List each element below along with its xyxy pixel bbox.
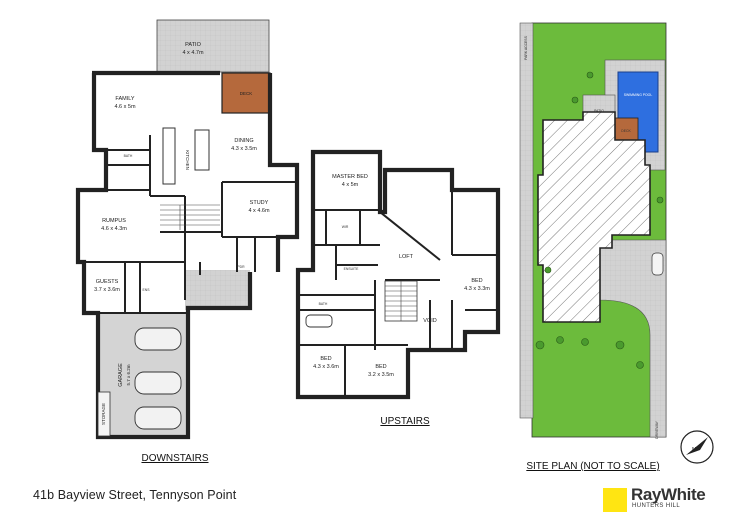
office-name: HUNTERS HILL: [632, 503, 681, 509]
site-plan-heading: SITE PLAN (NOT TO SCALE): [526, 461, 659, 472]
tree-icon: [581, 338, 589, 346]
side-path: [519, 22, 534, 419]
kitchen-bench: [162, 127, 176, 185]
site-car-icon: [651, 252, 664, 276]
garage-size: 5.7 x 6.2m: [126, 364, 131, 385]
pool-label: SWIMMING POOL: [624, 93, 653, 97]
downstairs-interior-walls: [78, 135, 297, 314]
brand-name: RayWhite: [631, 485, 706, 504]
downstairs-heading: DOWNSTAIRS: [141, 453, 208, 464]
car-icons: [134, 327, 182, 430]
tree-icon: [656, 196, 664, 204]
dining-label: DINING: [234, 138, 253, 144]
pdr-label: PDR: [237, 265, 245, 269]
wir-label: WIR: [342, 225, 349, 229]
tree-icon: [571, 96, 579, 104]
tree-icon: [544, 266, 552, 274]
kitchen-island: [194, 129, 210, 171]
bed-mid-label: BED: [375, 364, 386, 370]
north-arrow-icon: [686, 437, 708, 455]
entry-porch: [185, 270, 250, 310]
deck-label: DECK: [240, 91, 253, 96]
brand-logo: RayWhite HUNTERS HILL: [603, 485, 723, 518]
kitchen-label: KITCHEN: [185, 150, 190, 170]
bed-right-size: 4.3 x 3.3m: [464, 286, 490, 292]
void-label: VOID: [423, 318, 436, 324]
upstairs-outer-wall: [295, 149, 501, 400]
guests-label: GUESTS: [96, 279, 119, 285]
tree-icons: [535, 71, 664, 369]
study-label: STUDY: [250, 200, 269, 206]
family-size: 4.6 x 5m: [114, 104, 136, 110]
downstairs-outer-wall: [75, 70, 300, 440]
family-label: FAMILY: [115, 96, 134, 102]
upstairs-plan: MASTER BED 4 x 5m WIR ENSUITE LOFT BED 4…: [295, 149, 501, 427]
bed-left-size: 4.3 x 3.6m: [313, 364, 339, 370]
upstairs-interior-walls: [298, 190, 498, 397]
site-patio-label: PATIO: [594, 109, 604, 113]
storage-label: STORAGE: [101, 403, 106, 425]
north-arrow: N: [680, 430, 714, 464]
downstairs-plan: PATIO 4 x 4.7m DECK FAMILY 4.6 x 5m DINI…: [75, 19, 300, 464]
dining-size: 4.3 x 3.5m: [231, 146, 257, 152]
upstairs-stair-treads: [385, 281, 417, 321]
site-plan: PARK ACCESS SWIMMING POOL PATIO DECK DRI…: [519, 22, 714, 472]
patio-label: PATIO: [185, 42, 201, 48]
tree-icon: [535, 340, 545, 350]
car-icon: [134, 371, 182, 395]
loft-label: LOFT: [399, 254, 414, 260]
tree-icon: [556, 336, 564, 344]
bath-label: BATH: [124, 154, 133, 158]
master-bed-size: 4 x 5m: [342, 182, 359, 188]
tree-icon: [636, 361, 644, 369]
patio-area: [156, 19, 270, 73]
downstairs-stair: [160, 204, 220, 230]
rumpus-size: 4.6 x 4.3m: [101, 226, 127, 232]
rumpus-label: RUMPUS: [102, 218, 126, 224]
driveway: [599, 239, 667, 438]
master-bed-label: MASTER BED: [332, 174, 368, 180]
patio-size: 4 x 4.7m: [182, 50, 204, 56]
car-icon: [134, 406, 182, 430]
ens-label: ENS: [143, 288, 151, 292]
bath-up-label: BATH: [319, 302, 328, 306]
tree-icon: [615, 340, 625, 350]
bed-left-label: BED: [320, 356, 331, 362]
guests-size: 3.7 x 3.6m: [94, 287, 120, 293]
driveway-label: DRIVEWAY: [655, 420, 659, 438]
study-size: 4 x 4.6m: [248, 208, 270, 214]
storage-shelf: [97, 391, 111, 437]
car-icon: [134, 327, 182, 351]
tree-icon: [586, 71, 594, 79]
north-label: N: [692, 447, 696, 453]
bed-mid-size: 3.2 x 3.5m: [368, 372, 394, 378]
property-address: 41b Bayview Street, Tennyson Point: [33, 488, 237, 502]
bed-right-label: BED: [471, 278, 482, 284]
house-footprint: [537, 111, 651, 323]
brand-logo-square: [603, 488, 627, 512]
deck-area: [221, 72, 271, 114]
ensuite-label: ENSUITE: [344, 267, 359, 271]
site-deck-label: DECK: [621, 129, 631, 133]
bathtub: [305, 314, 333, 328]
garage-label: GARAGE: [118, 363, 124, 387]
upstairs-heading: UPSTAIRS: [380, 416, 430, 427]
park-access-label: PARK ACCESS: [524, 35, 528, 59]
